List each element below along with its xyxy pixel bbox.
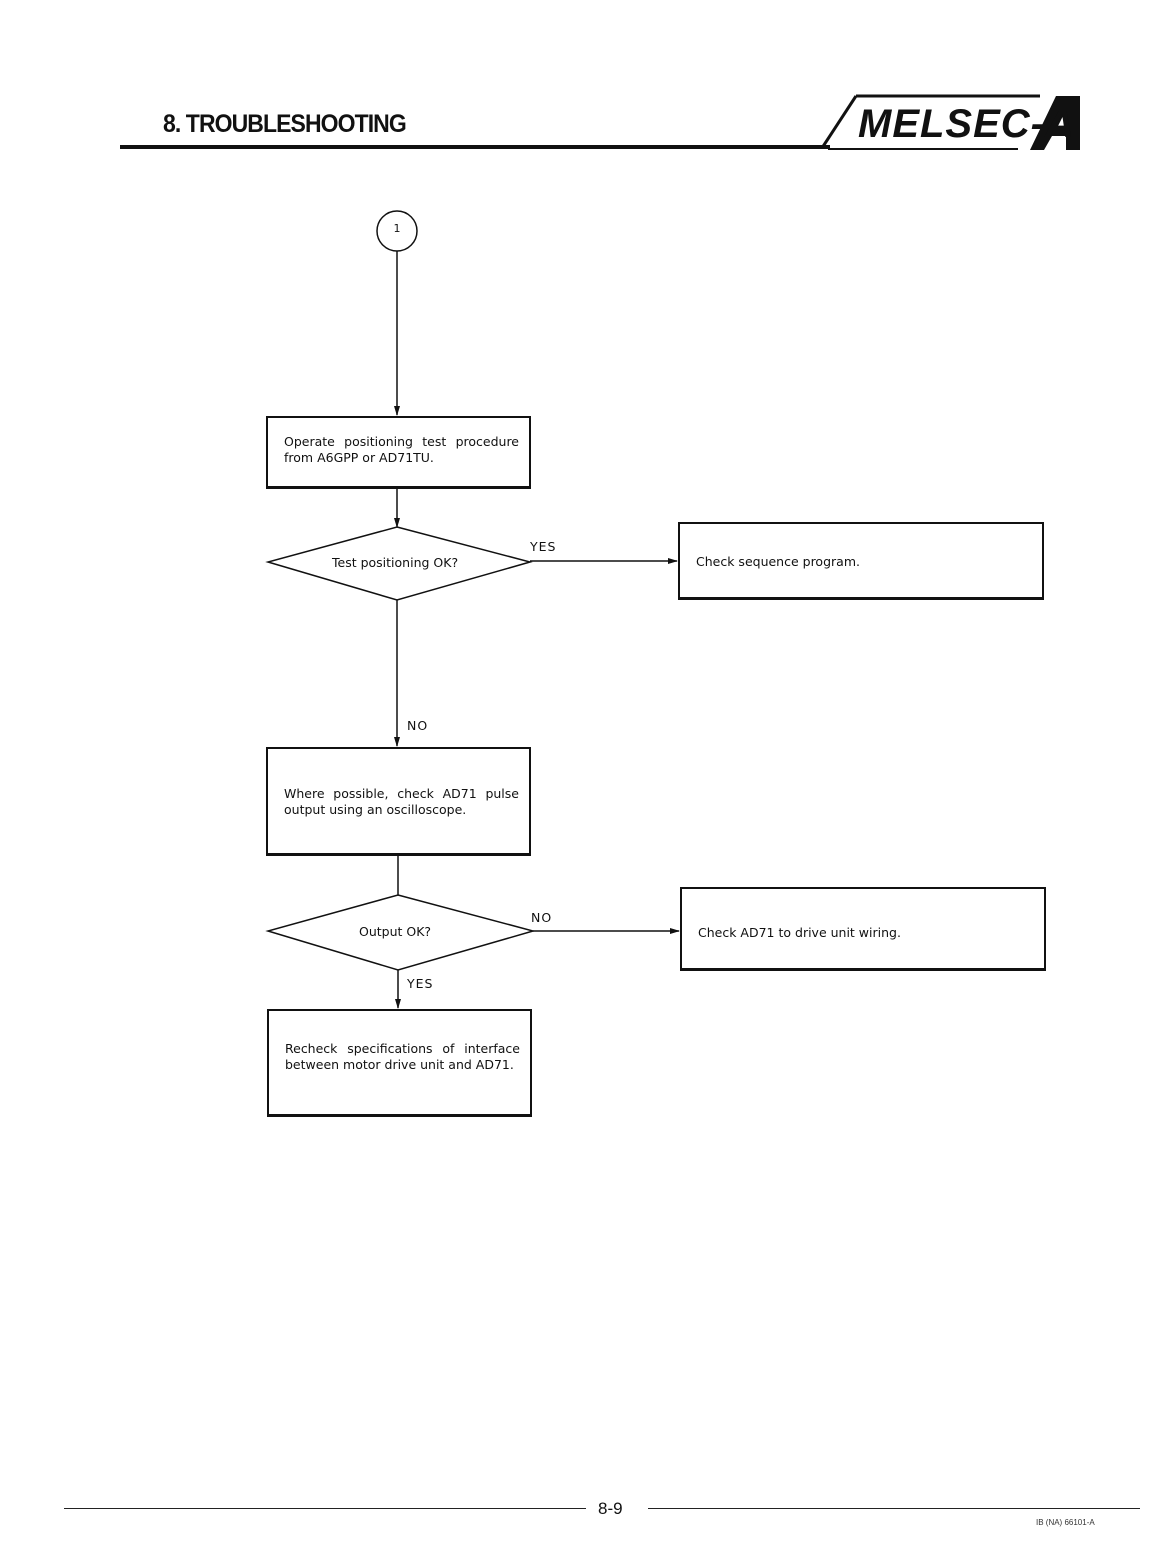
step-recheck-spec-text: Recheck specifications of interface betw… bbox=[285, 1041, 520, 1072]
footer-rule-right bbox=[648, 1508, 1140, 1509]
step-operate-test-text: Operate positioning test procedure from … bbox=[284, 434, 519, 465]
melsec-logo: MELSEC-A bbox=[818, 88, 1094, 154]
page-number: 8-9 bbox=[598, 1499, 623, 1518]
no-label-1: NO bbox=[407, 718, 429, 733]
step-recheck-spec: Recheck specifications of interface betw… bbox=[267, 1009, 532, 1117]
result-check-wiring-text: Check AD71 to drive unit wiring. bbox=[698, 925, 901, 940]
decision-test-ok-label: Test positioning OK? bbox=[332, 555, 459, 570]
yes-label-1: YES bbox=[530, 539, 557, 554]
section-title: 8. TROUBLESHOOTING bbox=[163, 110, 407, 138]
decision-output-ok-label: Output OK? bbox=[359, 924, 432, 939]
footer-rule-left bbox=[64, 1508, 586, 1509]
brand-name: MELSEC-A bbox=[858, 102, 1075, 146]
connector-label: 1 bbox=[393, 222, 401, 235]
step-operate-test: Operate positioning test procedure from … bbox=[266, 416, 531, 489]
header-rule bbox=[120, 145, 830, 149]
result-check-program: Check sequence program. bbox=[678, 522, 1044, 600]
step-check-pulse: Where possible, check AD71 pulse output … bbox=[266, 747, 531, 856]
logo-frame-icon bbox=[820, 94, 1080, 150]
no-label-2: NO bbox=[531, 910, 553, 925]
step-check-pulse-text: Where possible, check AD71 pulse output … bbox=[284, 786, 519, 817]
yes-label-2: YES bbox=[407, 976, 434, 991]
result-check-program-text: Check sequence program. bbox=[696, 554, 860, 569]
document-code: IB (NA) 66101-A bbox=[1036, 1518, 1095, 1527]
result-check-wiring: Check AD71 to drive unit wiring. bbox=[680, 887, 1046, 971]
